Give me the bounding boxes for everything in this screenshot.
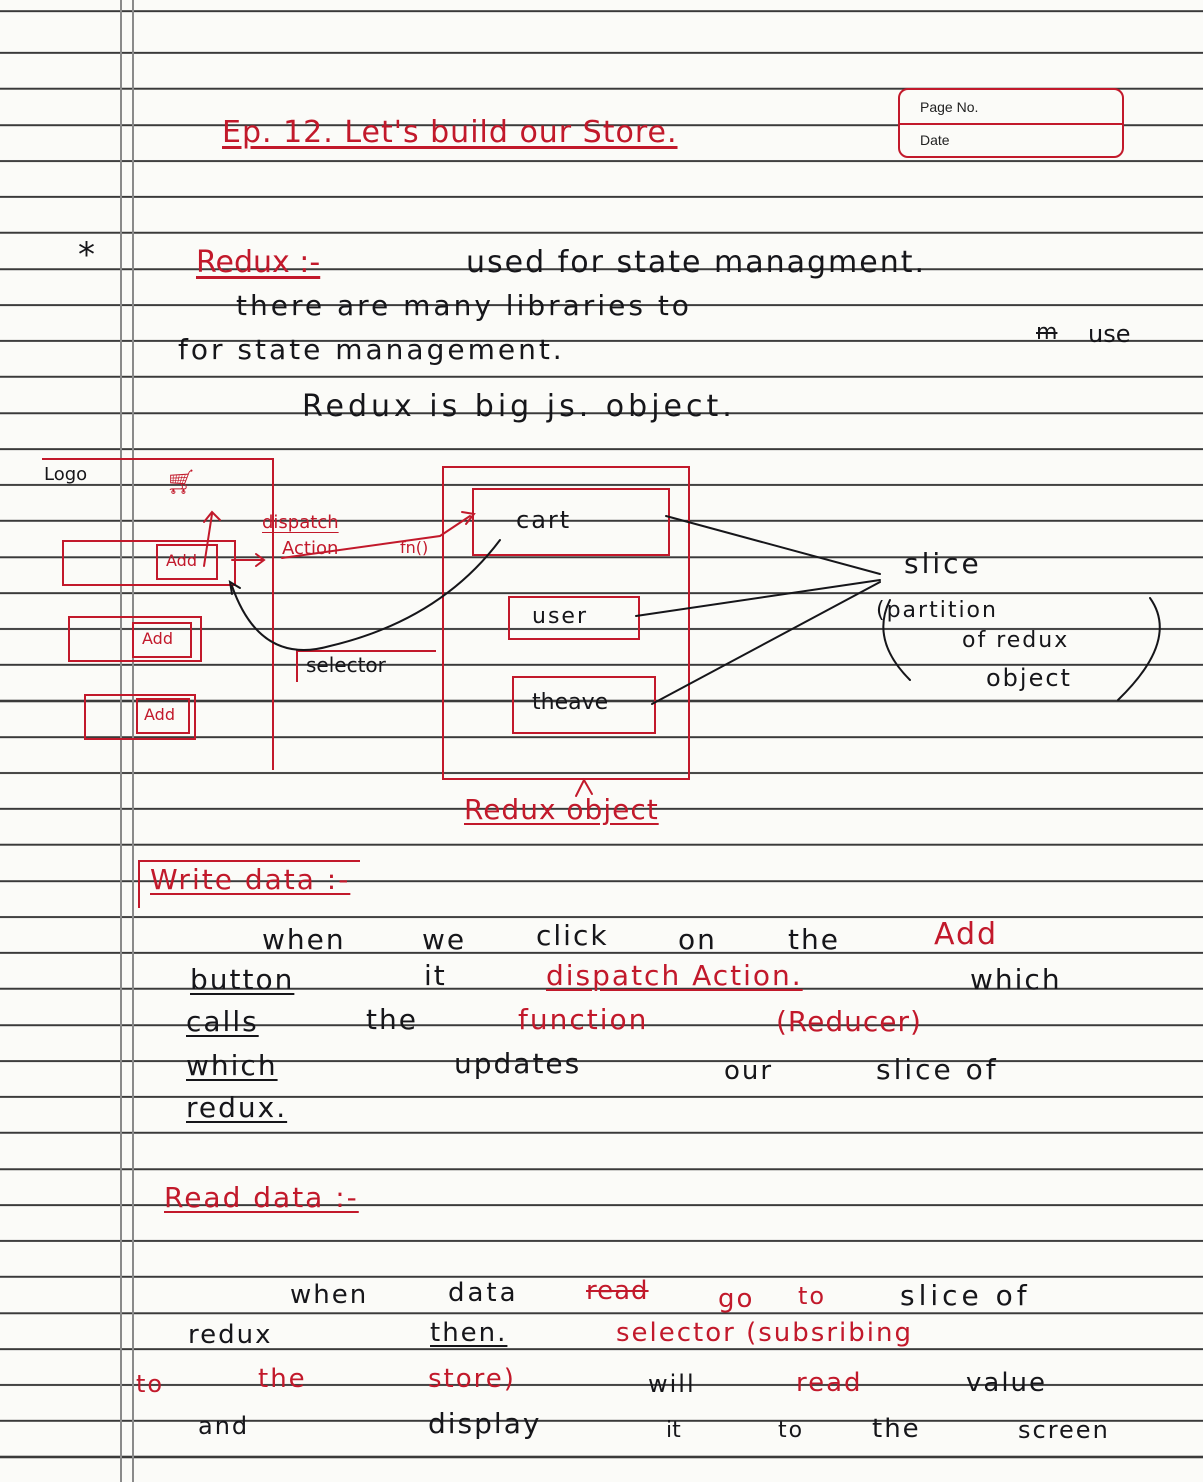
bullet-asterisk: * [78,235,95,275]
read-word-display: display [428,1407,542,1440]
intro-line-1: used for state managment. [466,245,927,280]
add-button-2-label: Add [142,629,173,648]
read-word-to: to [798,1282,827,1310]
read-word-go: go [718,1284,755,1314]
read-word-redux: redux [188,1320,273,1350]
menu-item-card-2 [68,616,202,662]
slice-cart: cart [472,488,670,556]
intro-line-2-end: use [1088,320,1131,348]
write-word-updates: updates [454,1047,582,1080]
write-heading-frame [138,860,360,908]
write-word-the-2: the [366,1003,418,1036]
read-word-it: it [666,1418,681,1443]
slice-label: slice [904,547,982,580]
slice-note-1: (partition [876,598,998,623]
redux-heading: Redux :- [196,245,321,280]
slice-note-3: object [986,664,1072,692]
intro-line-3: for state management. [178,333,565,366]
read-word-when: when [290,1280,369,1310]
read-word-will: will [648,1370,696,1398]
read-word-the: the [258,1364,307,1394]
intro-struck-word: m [1036,320,1058,345]
write-data-heading: Write data :- [150,863,351,896]
write-word-redux: redux. [186,1091,288,1124]
write-word-reducer: (Reducer) [776,1005,922,1038]
slice-theave-label: theave [532,690,609,715]
read-word-to-3: to [778,1418,805,1443]
read-word-to-2: to [136,1370,165,1398]
dispatch-label: dispatch [262,512,339,533]
add-button-1[interactable]: Add [156,544,218,580]
read-selector-subscribing: selector (subsribing [616,1318,913,1348]
intro-line-4: Redux is big js. object. [302,389,736,424]
read-word-store: store) [428,1364,516,1394]
selector-frame [296,650,436,682]
read-word-slice-of: slice of [900,1279,1031,1312]
read-word-then: then. [430,1318,508,1348]
selector-label: selector [306,653,386,677]
date-label: Date [920,132,950,148]
slice-theave: theave [512,676,656,734]
logo-label: Logo [44,464,88,485]
write-word-button: button [190,963,295,996]
read-word-read: read [796,1368,863,1398]
write-word-function: function [518,1003,649,1036]
read-word-and: and [198,1412,250,1440]
fn-label: fn() [400,538,429,557]
read-data-heading: Read data :- [164,1181,359,1214]
add-button-2[interactable]: Add [132,622,192,658]
intro-line-2: there are many libraries to [236,289,692,322]
menu-item-card-3 [84,694,196,740]
write-word-add: Add [934,917,999,952]
write-word-on: on [678,923,717,956]
read-word-data: data [448,1278,519,1308]
read-word-the-2: the [872,1414,921,1444]
margin-line-right [132,0,134,1482]
write-word-click: click [536,919,609,952]
page-no-label: Page No. [920,99,979,115]
write-dispatch-action: dispatch Action. [546,959,803,992]
read-word-struck: read [586,1276,649,1306]
add-button-1-label: Add [166,551,197,570]
slice-cart-label: cart [516,506,572,534]
write-word-the: the [788,923,840,956]
add-button-3-label: Add [144,705,175,724]
slice-user: user [508,596,640,640]
redux-object-label: Redux object [464,793,659,826]
page-title: Ep. 12. Let's build our Store. [222,115,678,150]
write-word-slice-of: slice of [876,1053,999,1086]
slice-note-2: of redux [962,628,1070,653]
cart-icon: 🛒︎ [166,468,197,496]
page-number-box: Page No. Date [898,88,1124,158]
read-word-value: value [966,1368,1048,1398]
slice-user-label: user [532,604,588,629]
write-word-which: which [970,963,1062,996]
write-word-we: we [422,923,467,956]
write-word-it: it [424,959,447,992]
write-word-our: our [724,1056,774,1086]
write-word-which-2: which [186,1049,278,1082]
margin-line-left [120,0,122,1482]
read-word-screen: screen [1018,1416,1110,1444]
add-button-3[interactable]: Add [136,698,190,734]
write-word-when: when [262,923,346,956]
redux-object-box [442,466,690,780]
app-ui-frame [42,458,274,770]
menu-item-card-1 [62,540,236,586]
write-word-calls: calls [186,1005,259,1038]
